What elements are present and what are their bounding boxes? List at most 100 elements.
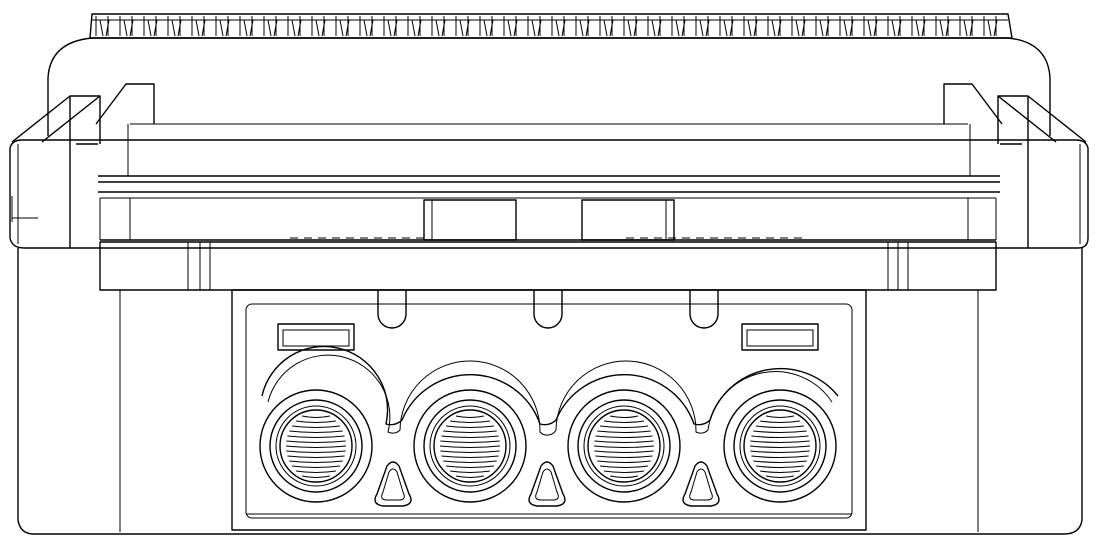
gland-thread: [286, 450, 346, 454]
latch-left-tab: [76, 96, 101, 145]
drain-outer: [682, 461, 720, 507]
gland-thread: [609, 475, 639, 479]
window-tab-left: [277, 323, 355, 351]
band-block-right: [581, 199, 675, 241]
gland-thread: [445, 425, 495, 429]
gland-thread: [455, 475, 485, 479]
grip-ridge-edge: [507, 19, 518, 37]
grip-ridge-edge: [411, 19, 422, 37]
grip-ridge-edge: [939, 19, 950, 37]
latch-right-tab: [997, 96, 1022, 145]
grip-ridge-edge: [531, 19, 542, 37]
gland-inner-ring: [739, 405, 821, 487]
left-ledge: [11, 196, 38, 222]
grip-ridge-edge: [555, 19, 566, 37]
lid-dome-outline: [47, 37, 1051, 136]
lower-body: [17, 241, 1083, 535]
gland-thread: [291, 465, 341, 469]
grip-ridge-edge: [459, 19, 470, 37]
gland-thread: [749, 445, 811, 449]
gland-thread: [289, 430, 343, 434]
window-tab-left-inner: [282, 329, 350, 347]
window-tab-right: [741, 323, 819, 351]
gland-thread: [593, 445, 655, 449]
gland-thread: [599, 465, 649, 469]
gland-bore: [743, 409, 817, 483]
grip-ridge-edge: [915, 19, 926, 37]
gland-thread: [595, 435, 653, 439]
gland-thread: [755, 425, 805, 429]
gland-thread: [296, 470, 336, 474]
cable-gland: [723, 389, 837, 503]
grip-ridge-edge: [891, 19, 902, 37]
grip-ridge-edge: [291, 19, 302, 37]
gland-bore: [279, 409, 353, 483]
gland-thread: [760, 470, 800, 474]
grip-ridge-edge: [363, 19, 374, 37]
gland-inner-ring: [583, 405, 665, 487]
drain-outer: [528, 461, 566, 507]
gland-thread: [443, 460, 497, 464]
gland-thread: [450, 420, 490, 424]
gland-outer-ring: [567, 389, 681, 503]
grip-ridge-edge: [147, 19, 158, 37]
gland-thread: [760, 420, 800, 424]
grip-ridge-edge: [675, 19, 686, 37]
latch-left: [11, 83, 155, 248]
grip-ridge-edge: [315, 19, 326, 37]
gland-thread: [765, 475, 795, 479]
grip-ridge-edge: [867, 19, 878, 37]
cable-gland: [567, 389, 681, 503]
lid-grip-ridges: [89, 13, 1013, 39]
grip-ridge-edge: [483, 19, 494, 37]
gland-thread: [594, 440, 654, 444]
grip-ridge-edge: [699, 19, 710, 37]
gland-thread: [441, 435, 499, 439]
gland-thread: [751, 455, 809, 459]
gland-outer-ring: [259, 389, 373, 503]
band-outline: [9, 139, 1089, 249]
latch-right-top: [943, 83, 1003, 125]
grip-ridge-edge: [339, 19, 350, 37]
band-blocks: [290, 199, 802, 241]
gland-thread: [753, 460, 807, 464]
gland-thread: [291, 425, 341, 429]
grip-ridge-edge: [123, 19, 134, 37]
gland-thread: [604, 420, 644, 424]
grip-ridge-edge: [171, 19, 182, 37]
gland-ring: [733, 399, 827, 493]
grip-ridge-edge: [219, 19, 230, 37]
gland-thread: [285, 445, 347, 449]
grip-ridge-edge: [819, 19, 830, 37]
upper-band: [9, 139, 1089, 249]
gland-thread: [751, 435, 809, 439]
gland-thread: [604, 470, 644, 474]
grip-ridge-edge: [195, 19, 206, 37]
grip-ridge-edge: [987, 19, 998, 37]
gland-thread: [289, 460, 343, 464]
drain-inner: [689, 468, 713, 501]
gland-thread: [441, 455, 499, 459]
grip-ridge-edge: [435, 19, 446, 37]
grip-ridge-edge: [723, 19, 734, 37]
gland-thread: [301, 475, 331, 479]
window-tab-right-inner: [746, 329, 814, 347]
gland-thread: [450, 470, 490, 474]
gland-panel: [231, 289, 867, 531]
cable-glands: [259, 389, 837, 503]
top-slot: [377, 290, 407, 329]
grip-ridge-edge: [771, 19, 782, 37]
gland-thread: [440, 440, 500, 444]
drain-outer: [374, 461, 412, 507]
gland-thread: [287, 455, 345, 459]
grip-ridge-edge: [243, 19, 254, 37]
gland-outer-ring: [723, 389, 837, 503]
gland-inner-ring: [275, 405, 357, 487]
drain-holes: [374, 461, 720, 507]
gland-thread: [595, 455, 653, 459]
latch-left-top: [95, 83, 155, 125]
gland-thread: [455, 415, 485, 419]
grip-ridge-edge: [747, 19, 758, 37]
grip-band-outline: [89, 13, 1013, 39]
